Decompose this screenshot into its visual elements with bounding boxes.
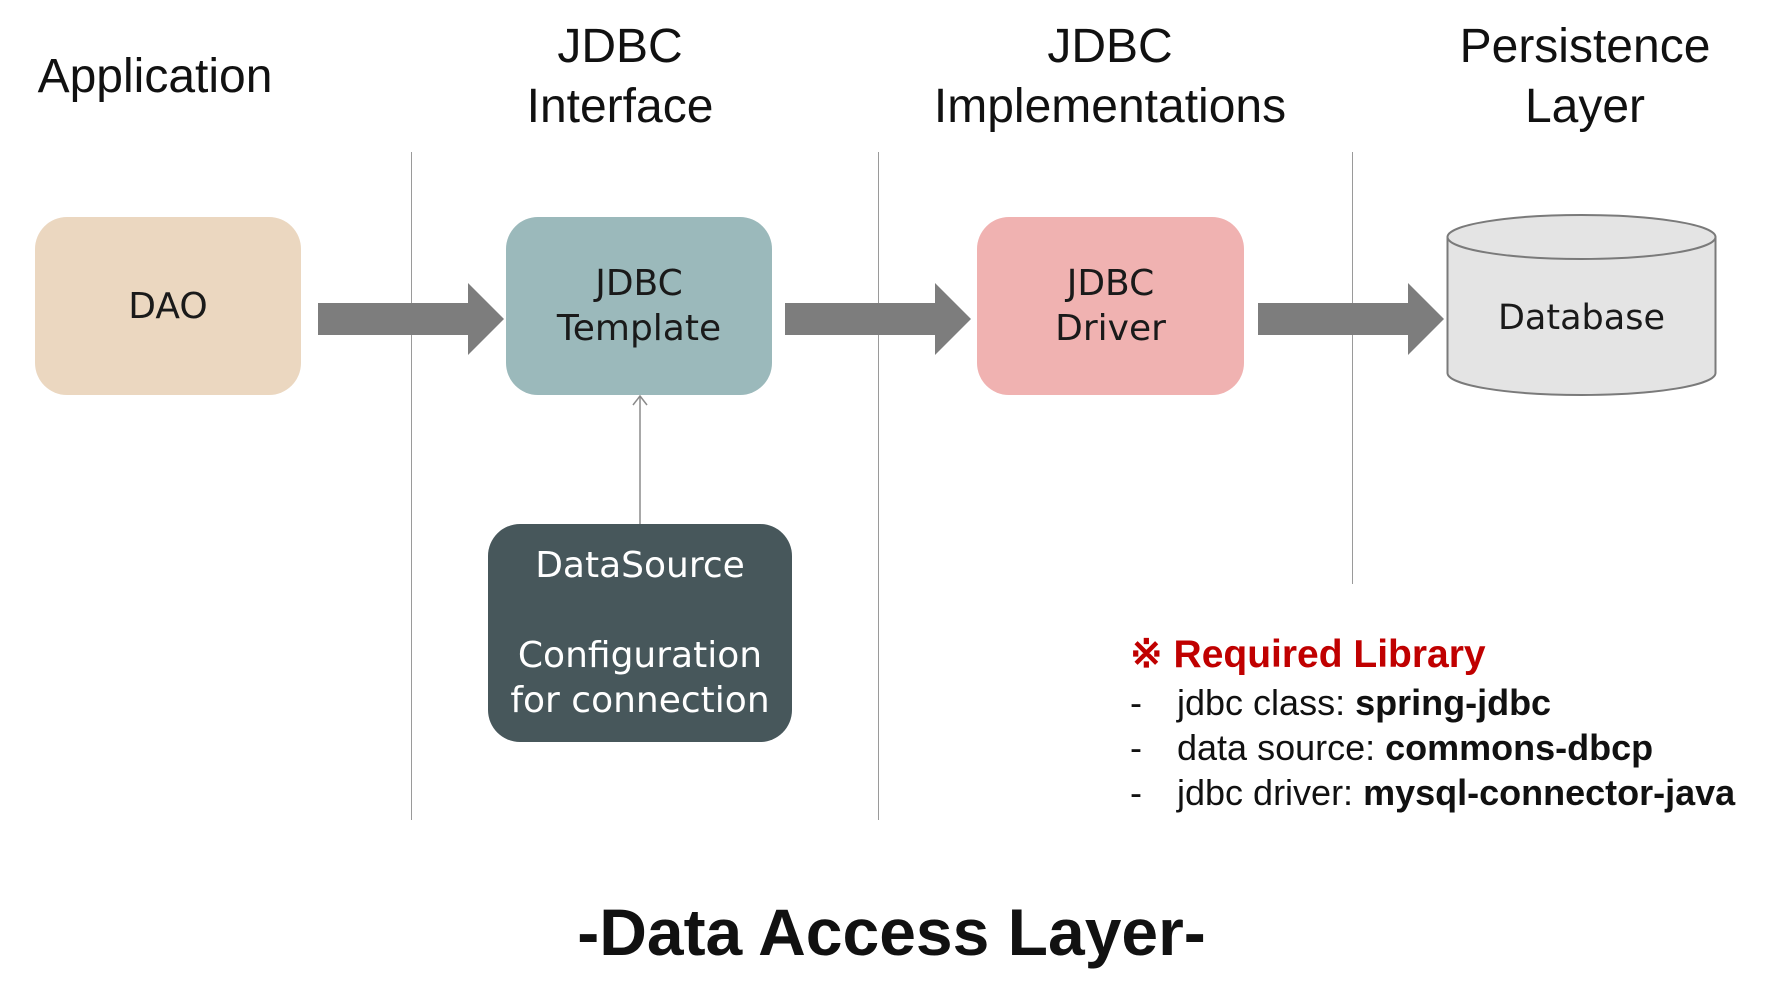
dao-node-label: DAO	[128, 285, 208, 327]
column-divider	[1352, 152, 1353, 584]
required-library-title-text: Required Library	[1173, 633, 1486, 676]
database-cylinder-top	[1446, 214, 1717, 260]
column-header-line: Persistence	[1459, 20, 1711, 73]
column-header-application: Application	[10, 47, 300, 107]
dao-node: DAO	[35, 217, 301, 395]
library-item-label: jdbc driver:	[1177, 772, 1364, 813]
flow-arrow-shape	[785, 283, 971, 355]
column-header-line: JDBC	[557, 20, 683, 73]
library-item: -jdbc class: spring-jdbc	[1130, 680, 1780, 725]
jdbc-driver-label-line: JDBC	[1066, 263, 1155, 304]
jdbc-driver-node: JDBC Driver	[977, 217, 1244, 395]
datasource-label-line: Configuration	[517, 635, 763, 676]
library-item-value: commons-dbcp	[1385, 727, 1654, 768]
datasource-connector-arrow	[632, 394, 648, 524]
flow-arrow	[318, 283, 504, 355]
datasource-label-line: for connection	[510, 680, 770, 721]
reference-mark-icon: ※	[1130, 633, 1163, 676]
column-header-jdbc-implementations: JDBC Implementations	[900, 17, 1320, 137]
library-item: -jdbc driver: mysql-connector-java	[1130, 770, 1780, 815]
column-header-line: Implementations	[933, 80, 1287, 133]
flow-arrow	[785, 283, 971, 355]
jdbc-template-node: JDBC Template	[506, 217, 772, 395]
required-library: ※ Required Library -jdbc class: spring-j…	[1130, 630, 1780, 815]
flow-arrow-shape	[318, 283, 504, 355]
library-item-value: spring-jdbc	[1355, 682, 1552, 723]
library-item-label: data source:	[1177, 727, 1386, 768]
library-item-label: jdbc class:	[1177, 682, 1356, 723]
jdbc-driver-label-line: Driver	[1055, 308, 1166, 349]
required-library-title: ※ Required Library	[1130, 630, 1780, 680]
datasource-label-line: DataSource	[535, 545, 745, 586]
list-dash: -	[1130, 772, 1142, 813]
library-item: -data source: commons-dbcp	[1130, 725, 1780, 770]
column-header-persistence-layer: Persistence Layer	[1420, 17, 1750, 137]
column-header-jdbc-interface: JDBC Interface	[470, 17, 770, 137]
list-dash: -	[1130, 682, 1142, 723]
page-title: -Data Access Layer-	[577, 895, 1206, 969]
column-header-line: Layer	[1524, 80, 1646, 133]
library-item-value: mysql-connector-java	[1363, 772, 1736, 813]
column-divider	[878, 152, 879, 820]
jdbc-template-label-line: JDBC	[595, 263, 683, 304]
column-header-line: Interface	[526, 80, 714, 133]
column-header-line: JDBC	[1047, 20, 1173, 73]
database-cylinder-body	[1446, 237, 1717, 396]
flow-arrow-shape	[1258, 283, 1444, 355]
jdbc-template-label-line: Template	[556, 308, 722, 349]
column-header-line: Application	[37, 50, 273, 103]
column-divider	[411, 152, 412, 820]
database-label: Database	[1497, 298, 1665, 338]
datasource-node: DataSource Configuration for connection	[488, 524, 792, 742]
flow-arrow	[1258, 283, 1444, 355]
database-cylinder	[1446, 214, 1717, 396]
list-dash: -	[1130, 727, 1142, 768]
